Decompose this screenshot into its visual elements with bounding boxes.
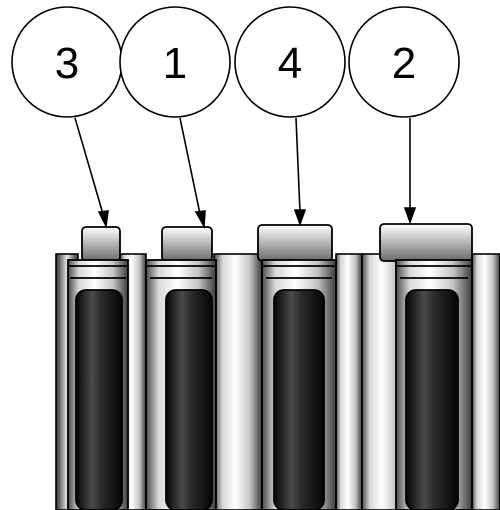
balloon-2-label: 2	[392, 39, 416, 88]
balloon-4-label: 4	[278, 39, 302, 88]
clamp-1	[145, 226, 217, 510]
arrowhead-3	[97, 210, 109, 229]
clamp-3-rubber	[75, 289, 123, 510]
clamp-1-rubber	[165, 289, 213, 510]
balloon-1: 1	[119, 6, 231, 118]
clamp-4-rubber	[273, 289, 325, 510]
clamp-3	[67, 226, 129, 510]
clamp-2	[379, 223, 473, 510]
leader-line-4	[295, 117, 301, 213]
leader-lines	[74, 117, 417, 229]
pipe-section-c	[335, 253, 363, 510]
arrowhead-2	[403, 207, 417, 225]
leader-line-1	[179, 117, 201, 215]
clamp-3-tab	[81, 226, 121, 262]
leader-line-3	[74, 117, 104, 215]
balloon-4: 4	[234, 6, 346, 118]
pipe-section-right	[471, 253, 500, 510]
arrowhead-1	[194, 210, 206, 229]
balloon-3-label: 3	[55, 39, 79, 88]
clamp-4-tab	[257, 224, 333, 262]
arrowhead-4	[293, 209, 307, 227]
pipe-section-b	[213, 253, 263, 510]
clamp-2-rubber	[405, 289, 459, 510]
balloon-1-label: 1	[163, 39, 187, 88]
clamp-4	[257, 224, 337, 510]
clamp-2-tab	[379, 223, 473, 262]
balloon-3: 3	[11, 6, 123, 118]
clamp-1-tab	[161, 226, 213, 262]
balloon-2: 2	[348, 6, 460, 118]
